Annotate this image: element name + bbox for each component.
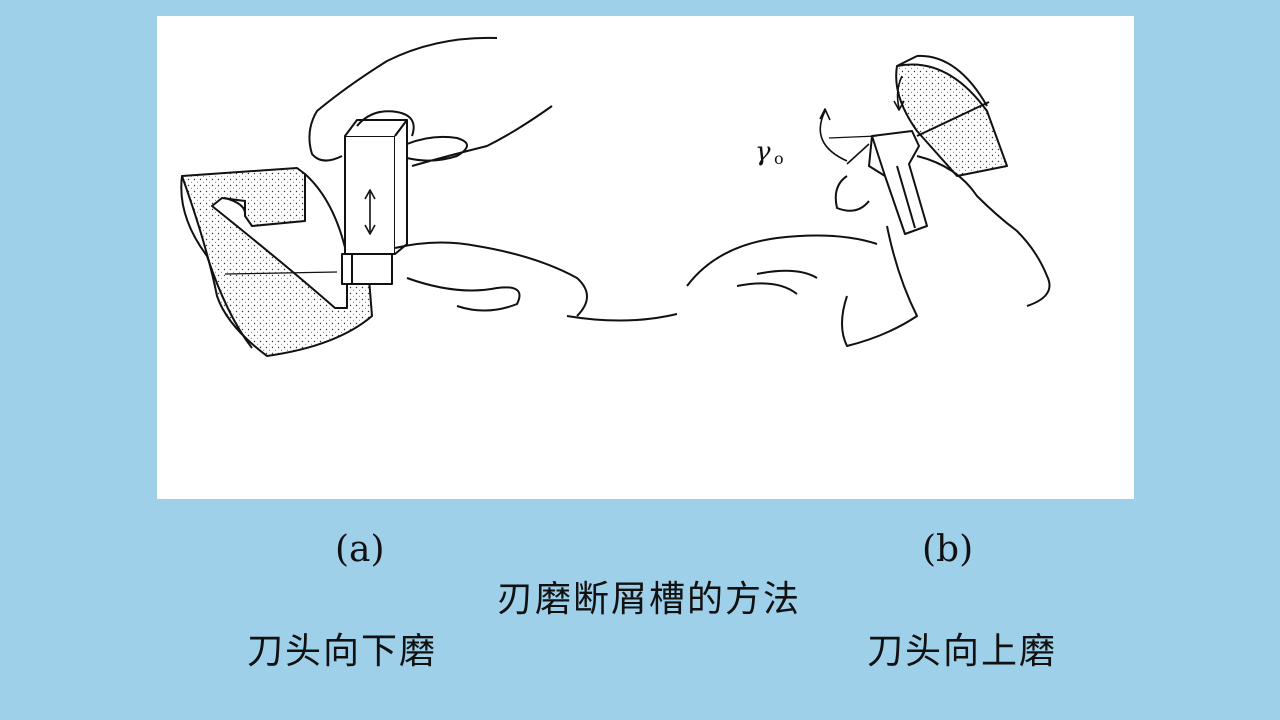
rake-angle-symbol: γ	[755, 137, 771, 167]
rake-angle-subscript: o	[774, 149, 784, 168]
hand-b	[686, 155, 1051, 347]
figure-a-drawing	[180, 36, 678, 357]
figure-b-drawing	[686, 54, 1051, 347]
grinding-illustration: γ o	[180, 36, 1051, 357]
slide-title: 刃磨断屑槽的方法	[497, 579, 802, 620]
method-label-down: 刀头向下磨	[247, 631, 438, 672]
caption-a: (a)	[335, 529, 385, 570]
hand-lower-a	[394, 241, 678, 322]
grinding-wheel-a	[181, 167, 373, 357]
caption-b: (b)	[922, 529, 974, 570]
method-label-up: 刀头向上磨	[867, 631, 1058, 672]
hand-upper-a	[308, 36, 553, 167]
illustration-panel: γ o	[157, 16, 1134, 499]
tool-bar-b	[868, 130, 928, 235]
